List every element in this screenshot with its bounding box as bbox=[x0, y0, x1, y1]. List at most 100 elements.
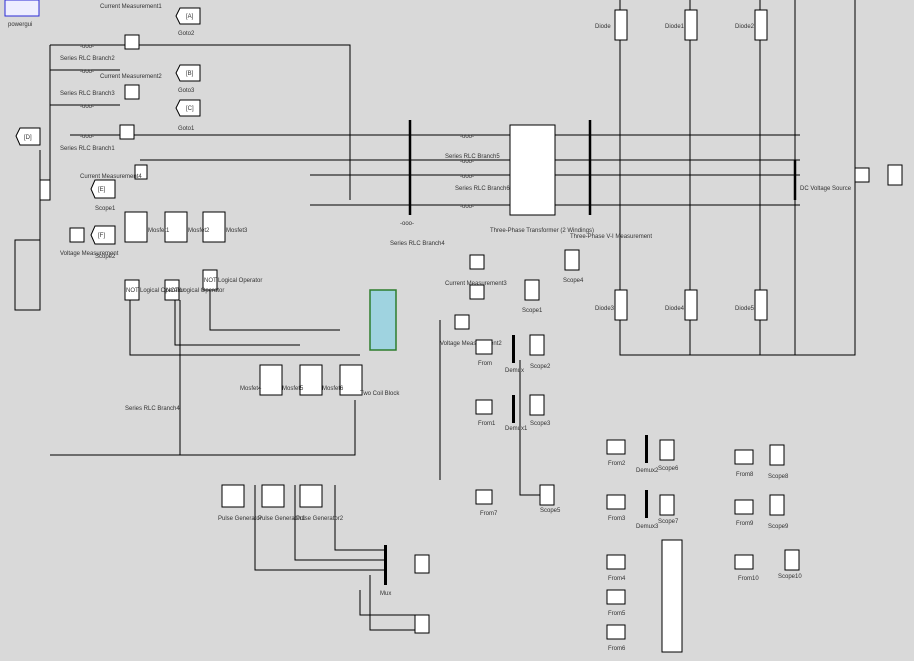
svg-text:Pulse Generator1: Pulse Generator1 bbox=[258, 516, 306, 522]
svg-text:Scope9: Scope9 bbox=[768, 524, 789, 530]
mosfet4-block[interactable] bbox=[259, 364, 283, 396]
from7-block[interactable] bbox=[475, 489, 493, 505]
mosfet3-block[interactable] bbox=[202, 211, 226, 243]
demux1-bar[interactable] bbox=[512, 395, 515, 423]
from10-block[interactable] bbox=[734, 554, 754, 570]
demux2-bar[interactable] bbox=[645, 435, 648, 463]
scope3-block[interactable] bbox=[529, 394, 545, 416]
svg-text:NOT: NOT bbox=[126, 288, 139, 294]
mosfet1-block[interactable] bbox=[124, 211, 148, 243]
current-measurement2[interactable] bbox=[124, 84, 140, 100]
svg-text:Series RLC Branch6: Series RLC Branch6 bbox=[455, 186, 510, 192]
svg-text:-ooo-: -ooo- bbox=[80, 44, 94, 50]
svg-text:[A]: [A] bbox=[186, 14, 194, 20]
from4-block[interactable] bbox=[606, 554, 626, 570]
svg-text:From9: From9 bbox=[736, 521, 754, 527]
voltage-measurement-right[interactable] bbox=[854, 167, 870, 183]
goto-f-block[interactable] bbox=[90, 225, 116, 245]
svg-text:-ooo-: -ooo- bbox=[460, 134, 474, 140]
svg-text:Demux2: Demux2 bbox=[636, 468, 659, 474]
demux3-bar[interactable] bbox=[645, 490, 648, 518]
not-block-2[interactable] bbox=[164, 279, 180, 301]
current-measurement1[interactable] bbox=[124, 34, 140, 50]
from5-block[interactable] bbox=[606, 589, 626, 605]
current-measurement-a[interactable] bbox=[119, 124, 135, 140]
svg-text:Series RLC Branch5: Series RLC Branch5 bbox=[445, 154, 500, 160]
svg-text:Series RLC Branch2: Series RLC Branch2 bbox=[60, 56, 115, 62]
svg-text:From3: From3 bbox=[608, 516, 626, 522]
scope-right-block[interactable] bbox=[887, 164, 903, 186]
pulse-generator-block[interactable] bbox=[221, 484, 245, 508]
svg-text:Logical Operator: Logical Operator bbox=[218, 278, 262, 284]
scope6-block[interactable] bbox=[659, 439, 675, 461]
from-block[interactable] bbox=[475, 339, 493, 355]
diode2-block[interactable] bbox=[754, 9, 768, 41]
svg-text:Series RLC Branch1: Series RLC Branch1 bbox=[60, 146, 115, 152]
from8-block[interactable] bbox=[734, 449, 754, 465]
scope8-block[interactable] bbox=[769, 444, 785, 466]
scope10-block[interactable] bbox=[784, 549, 800, 571]
svg-text:Mosfet6: Mosfet6 bbox=[322, 386, 344, 392]
goto-e-block[interactable] bbox=[90, 179, 116, 199]
scope1-block[interactable] bbox=[524, 279, 540, 301]
voltage-measurement2[interactable] bbox=[454, 314, 470, 330]
scope2-block[interactable] bbox=[529, 334, 545, 356]
diode3-block[interactable] bbox=[614, 289, 628, 321]
three-phase-transformer[interactable] bbox=[509, 124, 556, 216]
svg-text:NOT: NOT bbox=[204, 278, 217, 284]
powergui-label: powergui bbox=[8, 22, 32, 28]
not-block-1[interactable] bbox=[124, 279, 140, 301]
not-block-3[interactable] bbox=[202, 269, 218, 291]
mosfet6-block[interactable] bbox=[339, 364, 363, 396]
from2-block[interactable] bbox=[606, 439, 626, 455]
current-measurement-b[interactable] bbox=[134, 164, 148, 180]
from6-block[interactable] bbox=[606, 624, 626, 640]
pulse-generator1-block[interactable] bbox=[261, 484, 285, 508]
powergui-block[interactable] bbox=[4, 0, 40, 17]
goto-d-block[interactable] bbox=[15, 127, 41, 146]
svg-text:Pulse Generator2: Pulse Generator2 bbox=[296, 516, 344, 522]
svg-text:[C]: [C] bbox=[186, 106, 194, 112]
goto-b-block[interactable] bbox=[175, 64, 201, 82]
multi-scope-block[interactable] bbox=[661, 539, 683, 653]
svg-text:Series RLC Branch3: Series RLC Branch3 bbox=[60, 91, 115, 97]
voltage-measurement-block[interactable] bbox=[69, 227, 85, 243]
svg-text:Scope1: Scope1 bbox=[522, 308, 543, 314]
diode5-block[interactable] bbox=[754, 289, 768, 321]
current-measurement-left[interactable] bbox=[39, 179, 51, 201]
two-coil-block[interactable] bbox=[369, 289, 397, 351]
scope5-block[interactable] bbox=[539, 484, 555, 506]
current-measurement4[interactable] bbox=[469, 284, 485, 300]
svg-text:Voltage Measurement2: Voltage Measurement2 bbox=[440, 341, 502, 347]
goto-c-block[interactable] bbox=[175, 99, 201, 117]
scope4-block[interactable] bbox=[564, 249, 580, 271]
from9-block[interactable] bbox=[734, 499, 754, 515]
svg-text:Goto3: Goto3 bbox=[178, 88, 195, 94]
diode4-block[interactable] bbox=[684, 289, 698, 321]
scope-bottom-1[interactable] bbox=[414, 554, 430, 574]
svg-text:From7: From7 bbox=[480, 511, 498, 517]
svg-text:Scope8: Scope8 bbox=[768, 474, 789, 480]
svg-text:Demux3: Demux3 bbox=[636, 524, 659, 530]
mux-bar[interactable] bbox=[384, 545, 387, 585]
svg-text:Demux: Demux bbox=[505, 368, 524, 374]
scope7-block[interactable] bbox=[659, 494, 675, 516]
mosfet5-block[interactable] bbox=[299, 364, 323, 396]
scope9-block[interactable] bbox=[769, 494, 785, 516]
mosfet2-block[interactable] bbox=[164, 211, 188, 243]
svg-text:Diode: Diode bbox=[595, 24, 611, 30]
svg-text:Logical Operator: Logical Operator bbox=[140, 288, 184, 294]
from3-block[interactable] bbox=[606, 494, 626, 510]
svg-text:Three-Phase Transformer (2 Win: Three-Phase Transformer (2 Windings) bbox=[490, 228, 594, 234]
diode1-block[interactable] bbox=[684, 9, 698, 41]
goto-a-block[interactable] bbox=[175, 7, 201, 25]
svg-text:From1: From1 bbox=[478, 421, 496, 427]
svg-text:Current Measurement1: Current Measurement1 bbox=[100, 4, 162, 10]
from1-block[interactable] bbox=[475, 399, 493, 415]
demux-bar[interactable] bbox=[512, 335, 515, 363]
diode-block[interactable] bbox=[614, 9, 628, 41]
scope-bottom-2[interactable] bbox=[414, 614, 430, 634]
svg-text:Current Measurement2: Current Measurement2 bbox=[100, 74, 162, 80]
current-measurement3[interactable] bbox=[469, 254, 485, 270]
pulse-generator2-block[interactable] bbox=[299, 484, 323, 508]
